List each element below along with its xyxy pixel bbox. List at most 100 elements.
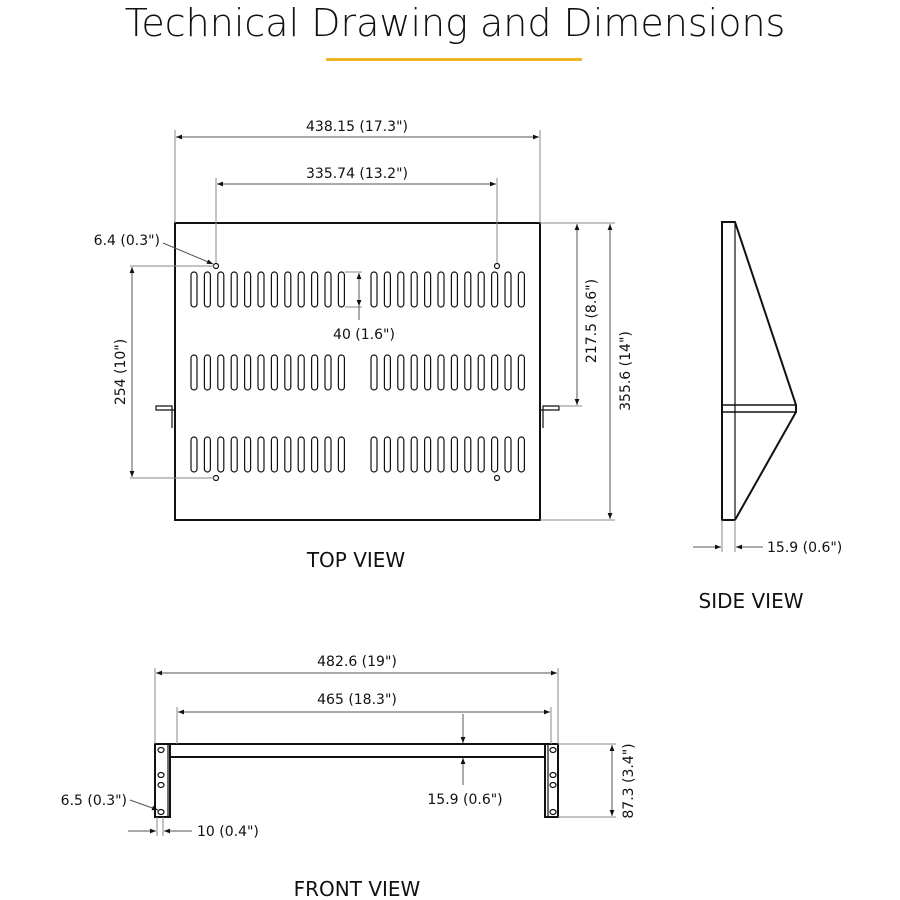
bracket-tab-left: [155, 405, 175, 428]
front-view-label: FRONT VIEW: [294, 877, 421, 900]
vent-slot: [464, 354, 472, 391]
vent-slot: [517, 436, 526, 473]
vent-slot: [324, 354, 332, 391]
vent-slot: [504, 271, 512, 308]
vent-slot: [410, 271, 418, 308]
dim-width: 438.15 (17.3"): [306, 119, 408, 135]
vent-slot: [311, 436, 319, 473]
vent-slot: [203, 354, 211, 391]
vent-slot: [504, 436, 512, 473]
dim-depth: 355.6 (14"): [618, 331, 634, 411]
vent-slot: [217, 271, 225, 308]
vent-slot: [230, 436, 238, 473]
vent-slot: [297, 436, 305, 473]
vent-slot: [424, 271, 432, 308]
vent-slot: [230, 354, 238, 391]
vent-slot: [477, 271, 485, 308]
dim-ear-hole-dia: 6.5 (0.3"): [61, 793, 127, 809]
rack-ear-right: [544, 743, 559, 818]
vent-slot: [464, 271, 472, 308]
vent-slot: [297, 271, 305, 308]
vent-slot: [397, 354, 405, 391]
dim-slot-length: 40 (1.6"): [333, 327, 395, 343]
vent-slot: [437, 271, 445, 308]
vent-slot: [337, 354, 345, 391]
dim-hole-spacing: 335.74 (13.2"): [306, 166, 408, 182]
dim-bracket-offset: 217.5 (8.6"): [584, 279, 600, 363]
vent-slot: [324, 436, 332, 473]
shelf-plate-top: [174, 222, 541, 521]
vent-slot: [284, 436, 292, 473]
mount-hole: [493, 474, 501, 482]
page-title: Technical Drawing and Dimensions: [125, 1, 786, 45]
front-view: 482.6 (19") 465 (18.3") 15.9 (0.6") 87.3…: [61, 654, 637, 900]
vent-slot: [370, 354, 378, 391]
vent-slot: [257, 354, 265, 391]
dim-hole-dia: 6.4 (0.3"): [94, 233, 160, 249]
vent-slot: [477, 436, 485, 473]
dim-side-thickness: 15.9 (0.6"): [767, 540, 842, 556]
vent-slot: [337, 271, 345, 308]
dim-overall-width: 482.6 (19"): [317, 654, 397, 670]
vent-slot: [450, 354, 458, 391]
dim-ear-width: 10 (0.4"): [197, 824, 259, 840]
title-underline: [326, 58, 582, 61]
ear-holes: [157, 746, 557, 816]
vent-slot: [217, 436, 225, 473]
vent-slot: [190, 354, 198, 391]
vent-slot: [203, 436, 211, 473]
vent-slot: [450, 271, 458, 308]
side-view-label: SIDE VIEW: [699, 589, 804, 613]
vent-slot: [477, 354, 485, 391]
top-view-label: TOP VIEW: [306, 548, 406, 572]
vent-slots: [190, 271, 526, 473]
vent-slot: [244, 271, 252, 308]
vent-slot: [270, 436, 278, 473]
vent-slot: [270, 271, 278, 308]
dim-height: 87.3 (3.4"): [621, 743, 637, 818]
shelf-front-edge: [169, 743, 546, 758]
vent-slot: [383, 354, 391, 391]
vent-slot: [464, 436, 472, 473]
vent-slot: [190, 436, 198, 473]
bracket-tab-right: [540, 405, 560, 428]
vent-slot: [257, 436, 265, 473]
vent-slot: [437, 354, 445, 391]
vent-slot: [504, 354, 512, 391]
vent-slot: [324, 271, 332, 308]
vent-slot: [491, 271, 499, 308]
vent-slot: [437, 436, 445, 473]
vent-slot: [424, 354, 432, 391]
dim-shelf-thickness: 15.9 (0.6"): [427, 792, 502, 808]
vent-slot: [311, 271, 319, 308]
dim-hole-depth: 254 (10"): [113, 339, 129, 405]
vent-slot: [383, 271, 391, 308]
vent-slot: [491, 436, 499, 473]
top-view: 438.15 (17.3") 335.74 (13.2") 6.4 (0.3")…: [94, 119, 634, 572]
vent-slot: [284, 354, 292, 391]
vent-slot: [217, 354, 225, 391]
vent-slot: [410, 354, 418, 391]
vent-slot: [370, 271, 378, 308]
vent-slot: [297, 354, 305, 391]
vent-slot: [311, 354, 319, 391]
vent-slot: [517, 271, 526, 308]
vent-slot: [397, 271, 405, 308]
vent-slot: [370, 436, 378, 473]
vent-slot: [203, 271, 211, 308]
mount-hole: [493, 262, 501, 270]
vent-slot: [491, 354, 499, 391]
vent-slot: [257, 271, 265, 308]
vent-slot: [397, 436, 405, 473]
vent-slot: [517, 354, 526, 391]
vent-slot: [410, 436, 418, 473]
vent-slot: [337, 436, 345, 473]
vent-slot: [244, 436, 252, 473]
vent-slot: [230, 271, 238, 308]
vent-slot: [383, 436, 391, 473]
dim-inner-width: 465 (18.3"): [317, 692, 397, 708]
side-profile: [721, 221, 797, 521]
side-view: 15.9 (0.6") SIDE VIEW: [693, 221, 842, 613]
vent-slot: [244, 354, 252, 391]
